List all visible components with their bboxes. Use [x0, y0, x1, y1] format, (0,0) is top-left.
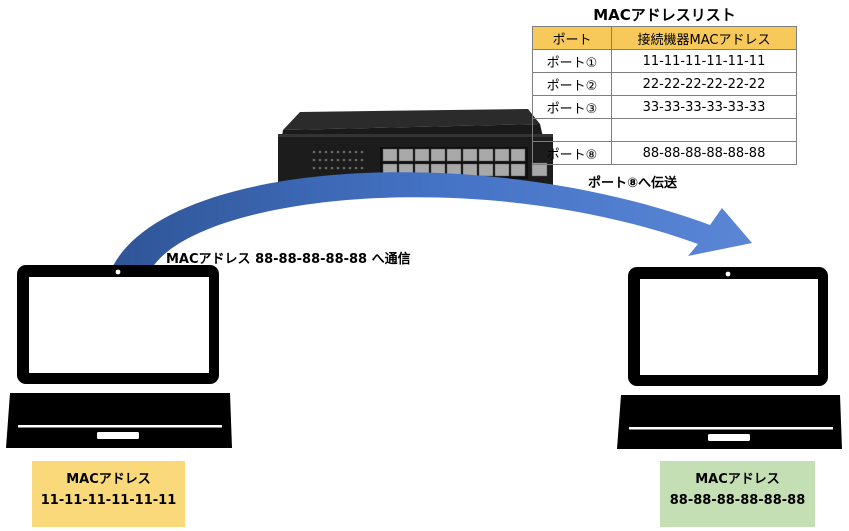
- table-header-row: ポート 接続機器MACアドレス: [532, 26, 797, 50]
- right-pc-mac-box: MACアドレス 88-88-88-88-88-88: [660, 461, 815, 527]
- mac-cell: [611, 118, 797, 142]
- right-pc-mac-value: 88-88-88-88-88-88: [669, 493, 806, 508]
- data-flow-arrow: [112, 172, 752, 268]
- port-cell: [532, 118, 612, 142]
- send-label: MACアドレス 88-88-88-88-88 へ通信: [166, 252, 411, 267]
- mac-cell: 33-33-33-33-33-33: [611, 95, 797, 119]
- right-pc-mac-title: MACアドレス: [695, 472, 780, 487]
- table-row: ポート③ 33-33-33-33-33-33: [532, 95, 797, 119]
- column-header-port: ポート: [532, 26, 612, 50]
- table-row: ポート⑧ 88-88-88-88-88-88: [532, 141, 797, 165]
- left-pc-mac-title: MACアドレス: [66, 472, 151, 487]
- table-row: ポート① 11-11-11-11-11-11: [532, 49, 797, 73]
- port-cell: ポート⑧: [532, 141, 612, 165]
- mac-cell: 88-88-88-88-88-88: [611, 141, 797, 165]
- forward-label: ポート⑧へ伝送: [588, 176, 678, 191]
- mac-cell: 11-11-11-11-11-11: [611, 49, 797, 73]
- mac-cell: 22-22-22-22-22-22: [611, 72, 797, 96]
- port-cell: ポート③: [532, 95, 612, 119]
- table-row: [532, 118, 797, 142]
- left-pc-mac-value: 11-11-11-11-11-11: [40, 493, 177, 508]
- right-laptop-icon: [617, 267, 842, 449]
- mac-address-table: ポート 接続機器MACアドレス ポート① 11-11-11-11-11-11 ポ…: [532, 26, 797, 165]
- port-cell: ポート①: [532, 49, 612, 73]
- left-pc-mac-box: MACアドレス 11-11-11-11-11-11: [32, 461, 185, 527]
- table-row: ポート② 22-22-22-22-22-22: [532, 72, 797, 96]
- column-header-mac: 接続機器MACアドレス: [611, 26, 797, 50]
- port-cell: ポート②: [532, 72, 612, 96]
- mac-table-title: MACアドレスリスト: [593, 6, 736, 24]
- left-laptop-icon: [6, 265, 232, 448]
